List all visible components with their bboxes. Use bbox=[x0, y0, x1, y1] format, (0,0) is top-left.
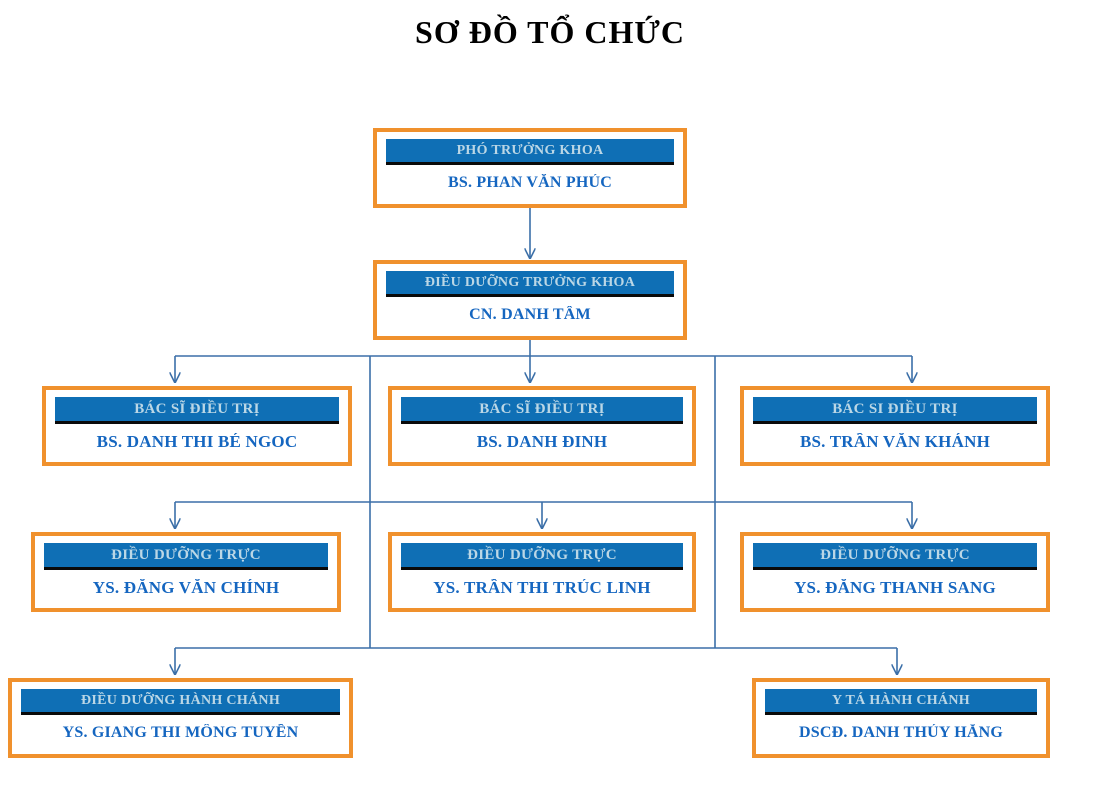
org-node-role: PHÓ TRƯỞNG KHOA bbox=[386, 139, 674, 166]
org-node-role: ĐIỀU DƯỠNG TRỰC bbox=[44, 543, 328, 571]
org-node-role: ĐIỀU DƯỠNG TRỰC bbox=[753, 543, 1037, 571]
org-node-person: DSCĐ. DANH THÚY HẰNG bbox=[798, 724, 1003, 742]
org-node-role: BÁC SĨ ĐIỀU TRỊ bbox=[55, 397, 339, 425]
org-node-dieu-duong-truong-khoa[interactable]: ĐIỀU DƯỠNG TRƯỞNG KHOA CN. DANH TÂM bbox=[373, 260, 687, 340]
org-node-bac-si-dieu-tri-3[interactable]: BÁC SI ĐIỀU TRỊ BS. TRẦN VĂN KHÁNH bbox=[740, 386, 1050, 466]
org-node-role: ĐIỀU DƯỠNG TRƯỞNG KHOA bbox=[386, 271, 674, 298]
org-node-y-ta-hanh-chanh[interactable]: Y TÁ HÀNH CHÁNH DSCĐ. DANH THÚY HẰNG bbox=[752, 678, 1050, 758]
org-node-pho-truong-khoa[interactable]: PHÓ TRƯỞNG KHOA BS. PHAN VĂN PHÚC bbox=[373, 128, 687, 208]
org-node-person: YS. ĐĂNG VĂN CHÍNH bbox=[92, 579, 280, 598]
org-node-role: ĐIỀU DƯỠNG HÀNH CHÁNH bbox=[21, 689, 340, 716]
org-node-person: BS. DANH THI BÉ NGOC bbox=[96, 433, 298, 452]
org-node-dieu-duong-truc-2[interactable]: ĐIỀU DƯỠNG TRỰC YS. TRẦN THI TRÚC LINH bbox=[388, 532, 696, 612]
org-node-person: BS. TRẦN VĂN KHÁNH bbox=[799, 433, 990, 452]
org-node-person: YS. ĐĂNG THANH SANG bbox=[794, 579, 996, 598]
org-node-person: YS. GIANG THI MÔNG TUYỀN bbox=[62, 724, 299, 742]
org-node-role: BÁC SI ĐIỀU TRỊ bbox=[753, 397, 1037, 425]
org-node-person: CN. DANH TÂM bbox=[469, 306, 591, 324]
org-node-role: BÁC SĨ ĐIỀU TRỊ bbox=[401, 397, 683, 425]
org-node-dieu-duong-truc-3[interactable]: ĐIỀU DƯỠNG TRỰC YS. ĐĂNG THANH SANG bbox=[740, 532, 1050, 612]
org-node-person: BS. DANH ĐINH bbox=[476, 433, 608, 452]
org-node-dieu-duong-hanh-chanh[interactable]: ĐIỀU DƯỠNG HÀNH CHÁNH YS. GIANG THI MÔNG… bbox=[8, 678, 353, 758]
org-node-role: ĐIỀU DƯỠNG TRỰC bbox=[401, 543, 683, 571]
org-node-person: YS. TRẦN THI TRÚC LINH bbox=[433, 579, 651, 598]
org-node-bac-si-dieu-tri-1[interactable]: BÁC SĨ ĐIỀU TRỊ BS. DANH THI BÉ NGOC bbox=[42, 386, 352, 466]
org-node-dieu-duong-truc-1[interactable]: ĐIỀU DƯỠNG TRỰC YS. ĐĂNG VĂN CHÍNH bbox=[31, 532, 341, 612]
org-node-role: Y TÁ HÀNH CHÁNH bbox=[765, 689, 1037, 716]
org-node-bac-si-dieu-tri-2[interactable]: BÁC SĨ ĐIỀU TRỊ BS. DANH ĐINH bbox=[388, 386, 696, 466]
org-node-person: BS. PHAN VĂN PHÚC bbox=[447, 174, 612, 192]
page-title: SƠ ĐỒ TỔ CHỨC bbox=[415, 14, 685, 50]
